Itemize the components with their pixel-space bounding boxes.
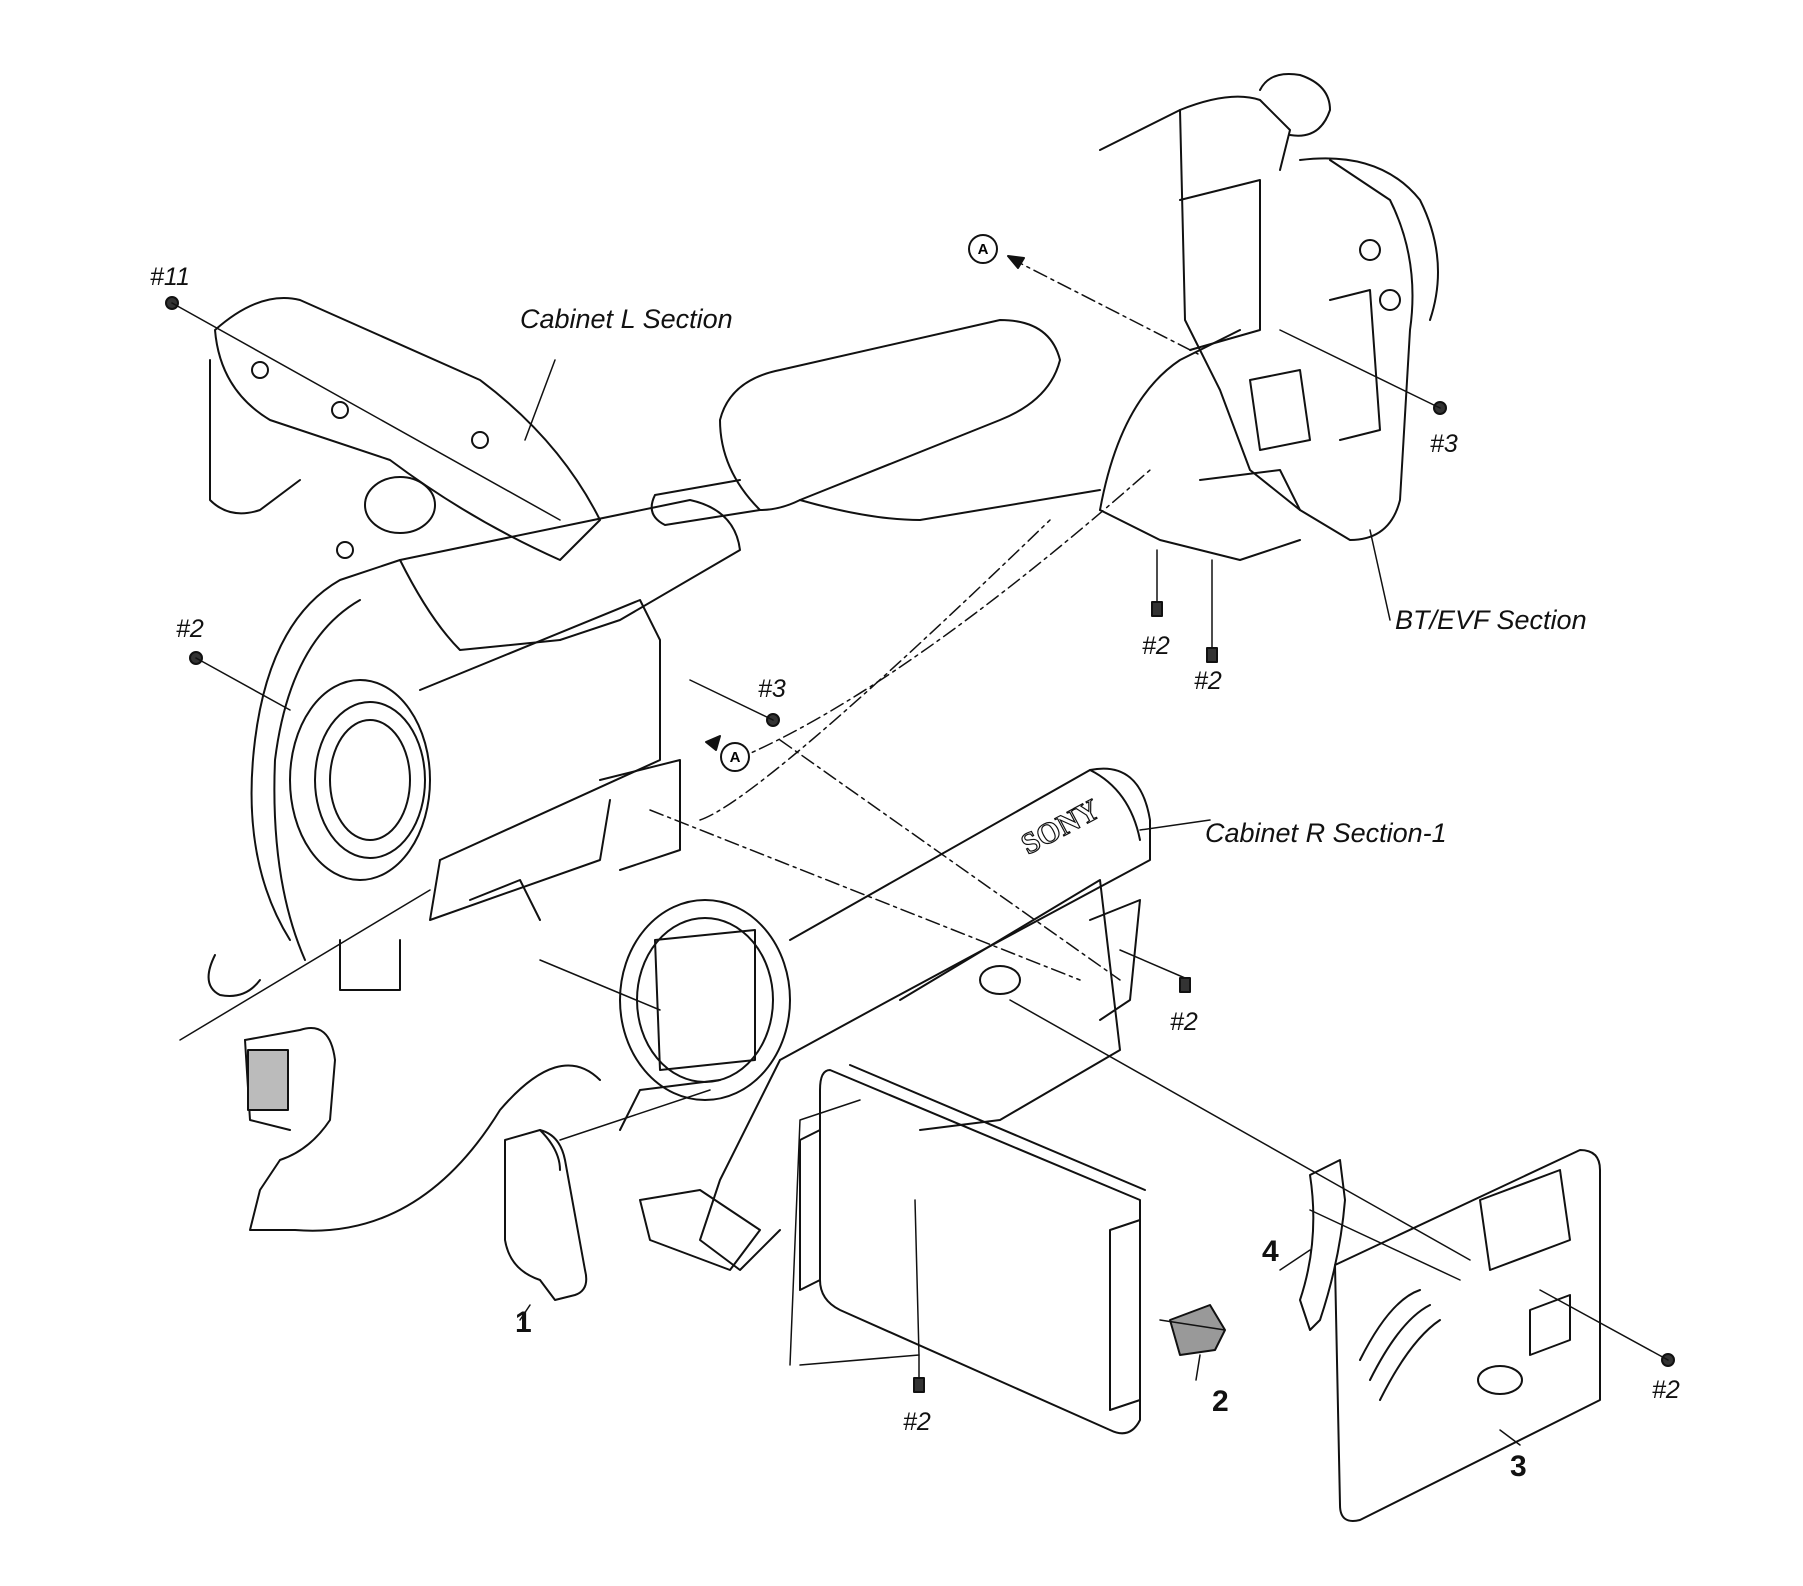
label-screw-2-panel: #2 xyxy=(1652,1376,1680,1404)
ref-arrows xyxy=(705,255,1025,751)
label-bt-evf-section: BT/EVF Section xyxy=(1395,605,1587,635)
cabinet-r-assembly xyxy=(619,767,1151,1271)
part-1-cover xyxy=(504,1129,588,1301)
label-cabinet-r-section: Cabinet R Section-1 xyxy=(1205,818,1447,848)
hand-strap xyxy=(650,319,1101,526)
brand-logo: SONY xyxy=(1016,793,1105,861)
cabinet-l-assembly xyxy=(207,297,741,997)
label-screw-2-left: #2 xyxy=(176,615,204,643)
label-screw-3-right: #3 xyxy=(1430,430,1458,458)
lcd-panel xyxy=(799,1064,1146,1435)
part-3-panel xyxy=(1334,1149,1601,1522)
ref-marker-a-mid: A xyxy=(720,742,750,772)
label-part-1: 1 xyxy=(515,1306,532,1339)
label-screw-2-right: #2 xyxy=(1170,1008,1198,1036)
label-part-4: 4 xyxy=(1262,1235,1279,1268)
label-part-3: 3 xyxy=(1510,1450,1527,1483)
part-2-block xyxy=(1169,1304,1226,1356)
bt-evf-assembly xyxy=(1099,73,1439,561)
flex-cable xyxy=(244,1027,601,1232)
label-cabinet-l-section: Cabinet L Section xyxy=(520,304,733,334)
label-screw-2-bt-b: #2 xyxy=(1194,667,1222,695)
reference-lines xyxy=(649,257,1201,981)
ref-marker-a-top: A xyxy=(968,234,998,264)
leader-lines xyxy=(171,302,1669,1446)
label-screw-3-mid: #3 xyxy=(758,675,786,703)
label-screw-11: #11 xyxy=(150,263,190,291)
part-4-clip xyxy=(1299,1159,1346,1331)
label-screw-2-bottom: #2 xyxy=(903,1408,931,1436)
label-part-2: 2 xyxy=(1212,1385,1229,1418)
label-screw-2-bt-a: #2 xyxy=(1142,632,1170,660)
